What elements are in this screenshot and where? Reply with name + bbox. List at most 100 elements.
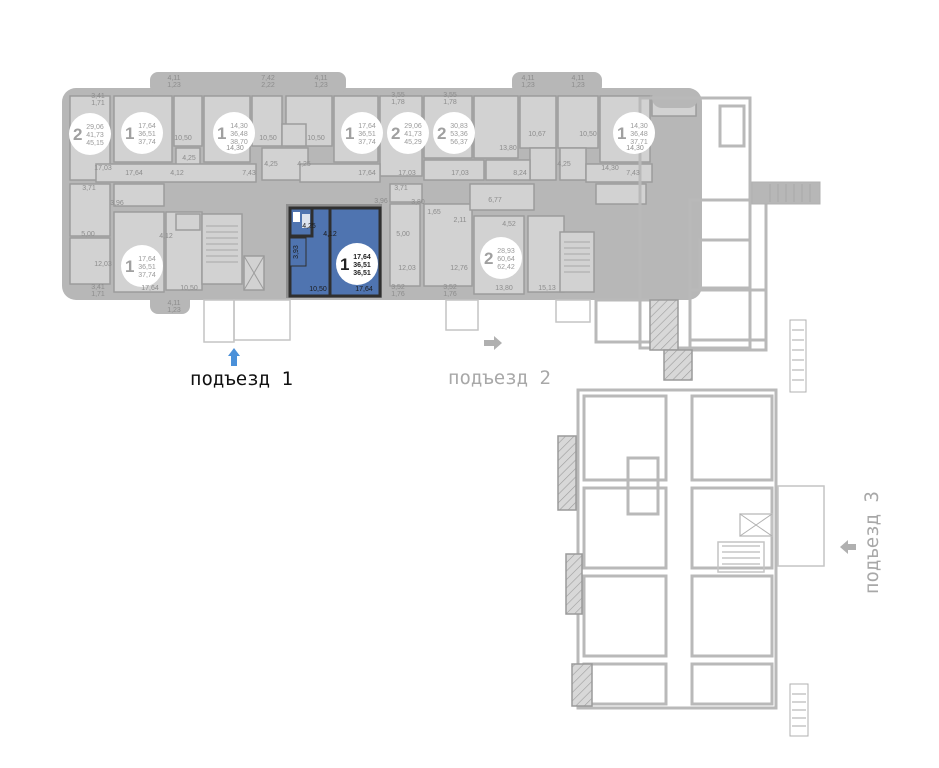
room-area-labels: 10,50 10,50 10,50 14,30 14,30 17,64 17,64 17,03… bbox=[81, 75, 644, 314]
up-arrow-icon bbox=[228, 348, 240, 366]
room-area-label: 12,76 bbox=[450, 265, 468, 272]
entrance-1-label[interactable]: подъезд 1 bbox=[190, 368, 293, 390]
apartment-area-value: 17,64 bbox=[138, 256, 156, 263]
room-area-label: 10,50 bbox=[259, 135, 277, 142]
room-area-label: 4,52 bbox=[502, 221, 516, 228]
room-area-label: 4,25 bbox=[264, 161, 278, 168]
room-area-label: 2,11 bbox=[453, 217, 466, 224]
selected-room-area-label: 10,50 bbox=[309, 286, 327, 293]
apartment-rooms: 1 bbox=[125, 257, 134, 276]
room-area-label: 14,30 bbox=[226, 145, 244, 152]
apartment-area-value: 62,42 bbox=[497, 264, 515, 271]
apartment-rooms: 2 bbox=[437, 124, 446, 143]
room-area-label: 17,03 bbox=[398, 170, 416, 177]
room-area-label: 1,23 bbox=[521, 82, 535, 89]
room-area-label: 3,71 bbox=[394, 185, 408, 192]
apartment-area-value: 38,70 bbox=[230, 139, 248, 146]
room-area-label: 3,96 bbox=[110, 200, 124, 207]
room-area-label: 12,03 bbox=[398, 265, 416, 272]
room-area-label: 10,50 bbox=[174, 135, 192, 142]
room-area-label: 1,78 bbox=[391, 99, 405, 106]
apartment-area-value: 45,29 bbox=[404, 139, 422, 146]
room-area-label: 1,23 bbox=[314, 82, 328, 89]
apartment-area-value: 53,36 bbox=[450, 131, 468, 138]
apartment-area-value: 28,93 bbox=[497, 248, 515, 255]
room-area-label: 4,11 bbox=[521, 75, 534, 82]
apartment-area-value: 56,37 bbox=[450, 139, 468, 146]
apartment-area-value: 45,15 bbox=[86, 140, 104, 147]
room-area-label: 3,52 bbox=[443, 284, 457, 291]
apartment-area-value: 36,51 bbox=[353, 270, 371, 277]
room-area-label: 4,11 bbox=[167, 75, 180, 82]
apartment-rooms: 2 bbox=[484, 249, 493, 268]
room-area-label: 17,64 bbox=[141, 285, 159, 292]
room-area-label: 1,76 bbox=[391, 291, 405, 298]
room-area-label: 10,50 bbox=[579, 131, 597, 138]
apartment-badge bbox=[213, 112, 255, 154]
apartment-rooms: 2 bbox=[73, 125, 82, 144]
room-area-label: 17,03 bbox=[451, 170, 469, 177]
apartment-area-value: 36,51 bbox=[138, 131, 156, 138]
entrance-3[interactable]: подъезд 3 bbox=[840, 491, 883, 594]
apartment-badge bbox=[387, 112, 429, 154]
entrance-2[interactable]: подъезд 2 bbox=[448, 336, 551, 389]
apartment-area-value: 36,51 bbox=[138, 264, 156, 271]
apartment-rooms: 1 bbox=[617, 124, 626, 143]
room-area-label: 10,50 bbox=[307, 135, 325, 142]
apartment-area-value: 37,74 bbox=[358, 139, 376, 146]
room-area-label: 1,78 bbox=[443, 99, 457, 106]
room-area-label: 4,11 bbox=[167, 300, 180, 307]
room-area-label: 15,13 bbox=[538, 285, 556, 292]
room-area-label: 3,55 bbox=[391, 92, 405, 99]
apartment-area-value: 36,48 bbox=[230, 131, 248, 138]
room-area-label: 2,22 bbox=[261, 82, 275, 89]
room-area-label: 4,12 bbox=[170, 170, 184, 177]
apartment-area-value: 37,74 bbox=[138, 139, 156, 146]
left-arrow-icon bbox=[840, 540, 856, 554]
entrance-1[interactable]: подъезд 1 bbox=[190, 348, 293, 390]
apartment-area-value: 36,51 bbox=[353, 262, 371, 269]
building-section-3 bbox=[557, 96, 825, 737]
room-area-label: 3,80 bbox=[411, 199, 425, 206]
room-area-label: 1,65 bbox=[427, 209, 441, 216]
room-area-label: 6,77 bbox=[488, 197, 502, 204]
room-area-label: 8,24 bbox=[513, 170, 527, 177]
room-area-label: 14,30 bbox=[626, 145, 644, 152]
apartment-badge bbox=[69, 113, 111, 155]
apartment-area-value: 14,30 bbox=[230, 123, 248, 130]
room-area-label: 4,25 bbox=[182, 155, 196, 162]
entrance-2-label[interactable]: подъезд 2 bbox=[448, 367, 551, 389]
apartment-rooms: 2 bbox=[391, 124, 400, 143]
selected-room-area-label: 3,93 bbox=[293, 245, 300, 259]
apartment-rooms: 1 bbox=[340, 255, 349, 274]
room-area-label: 3,41 bbox=[91, 284, 105, 291]
apartment-area-value: 14,30 bbox=[630, 123, 648, 130]
right-arrow-icon bbox=[484, 336, 502, 350]
apartment-badge bbox=[341, 112, 383, 154]
room-area-label: 4,11 bbox=[314, 75, 327, 82]
entrance-3-label[interactable]: подъезд 3 bbox=[861, 491, 883, 594]
room-area-label: 7,43 bbox=[242, 170, 256, 177]
apartment-badge bbox=[121, 245, 163, 287]
apartment-badge bbox=[613, 112, 655, 154]
room-area-label: 1,23 bbox=[167, 307, 181, 314]
selected-room-area-label: 4,25 bbox=[302, 223, 316, 230]
room-area-label: 3,52 bbox=[391, 284, 405, 291]
room-area-label: 1,23 bbox=[167, 82, 181, 89]
apartment-area-value: 41,73 bbox=[86, 132, 104, 139]
apartment-area-value: 36,51 bbox=[358, 131, 376, 138]
room-area-label: 4,12 bbox=[159, 233, 173, 240]
room-area-label: 1,71 bbox=[91, 100, 105, 107]
